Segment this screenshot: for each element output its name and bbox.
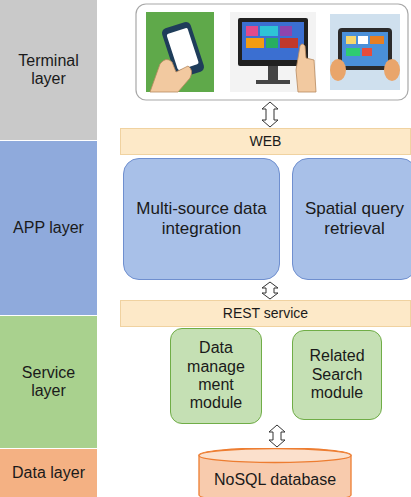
node-label: Service layer xyxy=(5,364,92,401)
layer-band: Data layer xyxy=(0,449,97,497)
hand xyxy=(330,59,346,81)
node-label: NoSQL database xyxy=(214,471,336,489)
node-label: Data layer xyxy=(12,464,85,482)
tablet-picture xyxy=(330,14,400,90)
hand xyxy=(296,44,316,92)
database-cylinder: NoSQL database xyxy=(198,448,352,497)
double-arrow xyxy=(269,425,285,447)
double-arrow xyxy=(262,102,278,127)
module-box: Related Search module xyxy=(292,330,382,420)
layer-band: APP layer xyxy=(0,141,97,315)
tile xyxy=(266,38,278,48)
interface-band: WEB xyxy=(120,128,411,155)
tile xyxy=(370,36,384,44)
tablet-body xyxy=(338,28,392,70)
layer-band: Service layer xyxy=(0,316,97,448)
phone-picture xyxy=(146,12,214,92)
interface-band: REST service xyxy=(120,300,411,327)
node-label: WEB xyxy=(250,133,282,149)
terminal-panel xyxy=(136,4,408,100)
process-box: Spatial query retrieval xyxy=(292,158,411,280)
tile xyxy=(260,26,278,36)
tile xyxy=(246,38,264,48)
tile xyxy=(246,26,258,36)
monitor-screen xyxy=(242,22,304,60)
hand xyxy=(384,59,400,81)
node-label: Terminal layer xyxy=(5,52,92,89)
monitor-stand xyxy=(268,66,278,80)
layer-band: Terminal layer xyxy=(0,0,97,140)
node-label: Data manage ment module xyxy=(176,339,256,413)
tile xyxy=(280,26,292,36)
node-label: REST service xyxy=(223,305,308,321)
tile xyxy=(358,36,368,44)
monitor-picture xyxy=(230,12,316,92)
module-box: Data manage ment module xyxy=(170,328,262,424)
node-label: Related Search module xyxy=(298,347,376,402)
hand xyxy=(150,59,192,92)
cylinder-top xyxy=(199,449,351,463)
tile xyxy=(280,38,298,48)
node-label: APP layer xyxy=(13,219,84,237)
cylinder-body xyxy=(199,448,351,497)
tile xyxy=(346,48,360,56)
node-label: Multi-source data integration xyxy=(129,199,274,238)
picture-ground xyxy=(230,12,316,92)
tablet-screen xyxy=(342,32,388,66)
picture-ground xyxy=(330,14,400,90)
tile xyxy=(346,36,356,44)
node-label: Spatial query retrieval xyxy=(298,199,411,238)
double-arrow xyxy=(262,282,278,299)
monitor-base xyxy=(256,80,290,84)
picture-ground xyxy=(146,12,214,92)
tile xyxy=(362,48,372,56)
process-box: Multi-source data integration xyxy=(123,158,280,280)
